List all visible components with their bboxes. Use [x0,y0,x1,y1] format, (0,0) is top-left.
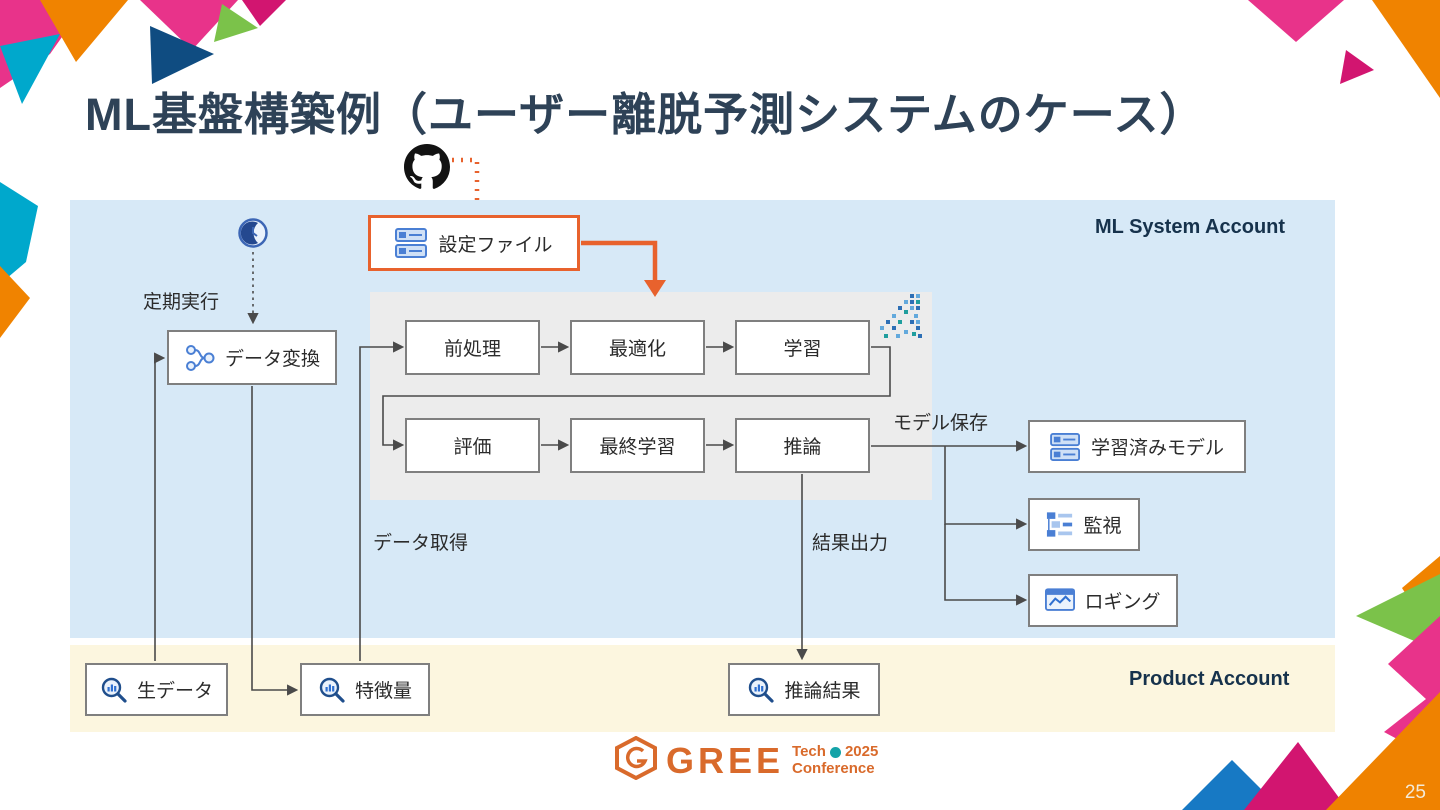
logo-teal-dot [829,746,841,758]
product-account-label: Product Account [1129,668,1290,690]
inference-label: 推論 [783,437,822,458]
optimize-node: 最適化 [570,320,705,375]
server-icon [395,228,429,258]
monitoring-node: 監視 [1028,498,1140,551]
inference-node: 推論 [735,418,870,473]
inference-result-node: 推論結果 [728,663,880,716]
train-node: 学習 [735,320,870,375]
data-transform-node: データ変換 [167,330,337,385]
logo-tech-text: Tech [792,743,826,760]
data-fetch-label: データ取得 [373,533,469,554]
ml-system-account-label: ML System Account [1095,216,1286,238]
logging-chart-icon [1045,587,1076,614]
final-train-label: 最終学習 [599,437,676,458]
data-flow-icon [184,342,216,374]
monitoring-label: 監視 [1083,516,1122,537]
model-save-label: モデル保存 [893,413,989,434]
query-magnifier-icon [747,676,775,704]
data-transform-label: データ変換 [224,349,320,370]
github-icon [404,144,450,195]
features-label: 特徴量 [354,681,412,702]
trained-model-label: 学習済みモデル [1090,438,1224,459]
train-label: 学習 [783,339,822,360]
preprocess-label: 前処理 [443,339,501,360]
logo-conference-text: Conference [792,759,875,777]
final-train-node: 最終学習 [570,418,705,473]
optimize-label: 最適化 [608,339,666,360]
query-magnifier-icon [318,676,346,704]
logging-node: ロギング [1028,574,1178,627]
monitoring-icon [1046,511,1074,538]
config-file-node: 設定ファイル [368,215,580,271]
inference-result-label: 推論結果 [784,681,861,702]
gree-hexagon-icon [614,735,658,785]
sagemaker-icon [876,294,922,347]
evaluate-node: 評価 [405,418,540,473]
logging-label: ロギング [1084,592,1161,613]
raw-data-label: 生データ [136,681,213,702]
raw-data-node: 生データ [85,663,228,716]
query-magnifier-icon [100,676,128,704]
preprocess-node: 前処理 [405,320,540,375]
features-node: 特徴量 [300,663,430,716]
trained-model-node: 学習済みモデル [1028,420,1246,473]
evaluate-label: 評価 [453,437,492,458]
gree-wordmark: GREE [666,739,785,781]
config-file-label: 設定ファイル [438,234,553,256]
page-number: 25 [1404,782,1426,803]
periodic-run-label: 定期実行 [143,292,220,313]
result-output-label: 結果出力 [812,533,889,554]
gree-tech-conference-logo: GREE Tech 2025 Conference [614,735,879,785]
scheduler-clock-icon [236,216,270,255]
server-icon [1050,432,1082,461]
page-title: ML基盤構築例（ユーザー離脱予測システムのケース） [85,89,1206,140]
logo-year-text: 2025 [844,743,879,760]
